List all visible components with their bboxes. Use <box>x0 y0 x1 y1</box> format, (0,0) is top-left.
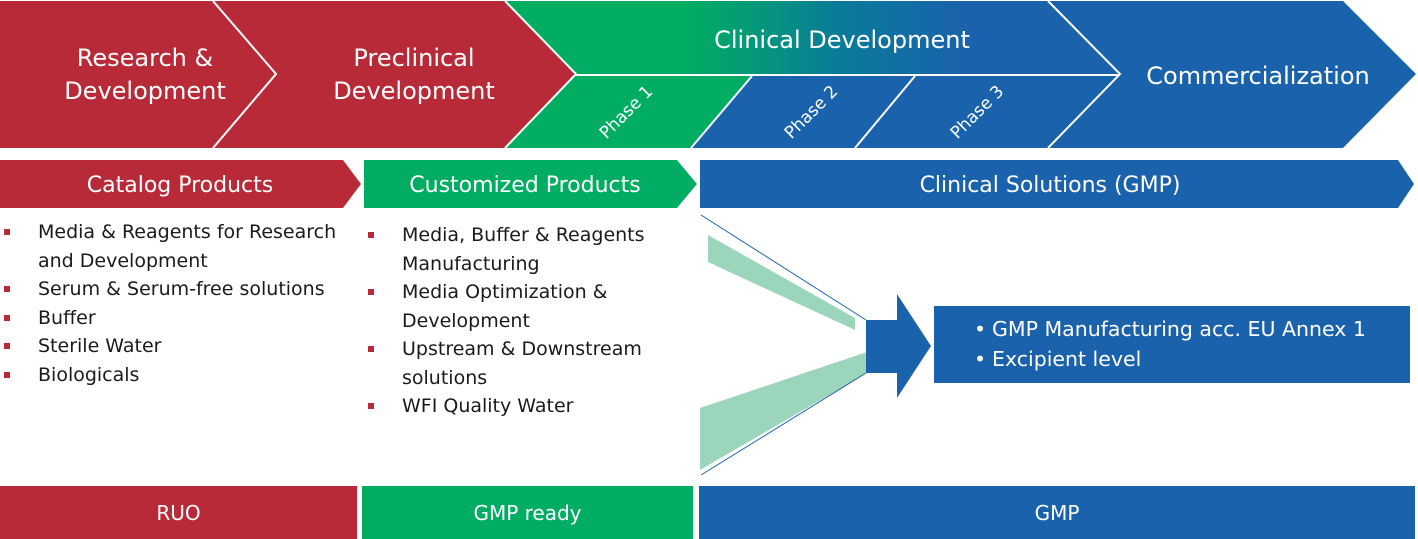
stage-research-label-1: Research & <box>77 44 213 72</box>
catalog-products-arrow <box>0 160 361 208</box>
list-item: Biologicals <box>0 361 340 390</box>
stage-commercialization-chevron <box>1048 1 1416 148</box>
phase-3-shape <box>855 76 1120 148</box>
phase-2-shape <box>691 76 915 148</box>
grade-bar-gmp-ready: GMP ready <box>362 486 693 539</box>
list-item: WFI Quality Water <box>364 392 694 421</box>
stage-research-chevron <box>0 1 276 148</box>
bullet-square-icon <box>4 229 10 235</box>
stage-preclinical-label-2: Development <box>333 77 495 105</box>
funnel-lower-band <box>700 352 867 470</box>
bullet-square-icon <box>4 286 10 292</box>
list-item: Media & Reagents for Research and Develo… <box>0 218 340 275</box>
catalog-products-list: Media & Reagents for Research and Develo… <box>0 218 340 389</box>
bullet-square-icon <box>368 403 374 409</box>
bullet-dot-icon: • <box>974 317 987 341</box>
bullet-square-icon <box>4 343 10 349</box>
list-item: Serum & Serum-free solutions <box>0 275 340 304</box>
stage-research-label-2: Development <box>64 77 226 105</box>
gmp-box-item: •GMP Manufacturing acc. EU Annex 1 <box>974 314 1410 344</box>
gmp-solutions-box: •GMP Manufacturing acc. EU Annex 1 •Exci… <box>934 306 1410 383</box>
stage-clinical-label: Clinical Development <box>714 26 970 54</box>
phase-1-shape <box>505 76 752 148</box>
catalog-products-label: Catalog Products <box>87 173 273 198</box>
bullet-square-icon <box>4 314 10 321</box>
customized-products-arrow <box>364 160 697 208</box>
customized-products-label: Customized Products <box>409 173 640 198</box>
bullet-square-icon <box>368 232 374 238</box>
list-item: Buffer <box>0 304 340 333</box>
clinical-solutions-label: Clinical Solutions (GMP) <box>920 173 1181 198</box>
bullet-square-icon <box>4 371 10 378</box>
list-item: Media, Buffer & Reagents Manufacturing <box>364 221 694 278</box>
bullet-square-icon <box>368 289 374 295</box>
list-item: Media Optimization & Development <box>364 278 694 335</box>
bullet-square-icon <box>368 346 374 352</box>
funnel-upper-band <box>708 235 855 330</box>
grade-bar-ruo: RUO <box>0 486 357 539</box>
gmp-arrow-icon <box>866 294 931 398</box>
customized-products-list: Media, Buffer & Reagents Manufacturing M… <box>364 221 694 421</box>
gmp-box-item: •Excipient level <box>974 344 1410 374</box>
list-item: Upstream & Downstream solutions <box>364 335 694 392</box>
clinical-solutions-arrow <box>700 160 1414 208</box>
stage-commercialization-label: Commercialization <box>1146 62 1370 90</box>
list-item: Sterile Water <box>0 332 340 361</box>
stage-clinical-chevron <box>505 1 1120 74</box>
bullet-dot-icon: • <box>974 347 987 371</box>
grade-bar-gmp: GMP <box>699 486 1415 539</box>
stage-preclinical-chevron <box>213 1 576 148</box>
stage-preclinical-label-1: Preclinical <box>353 44 474 72</box>
